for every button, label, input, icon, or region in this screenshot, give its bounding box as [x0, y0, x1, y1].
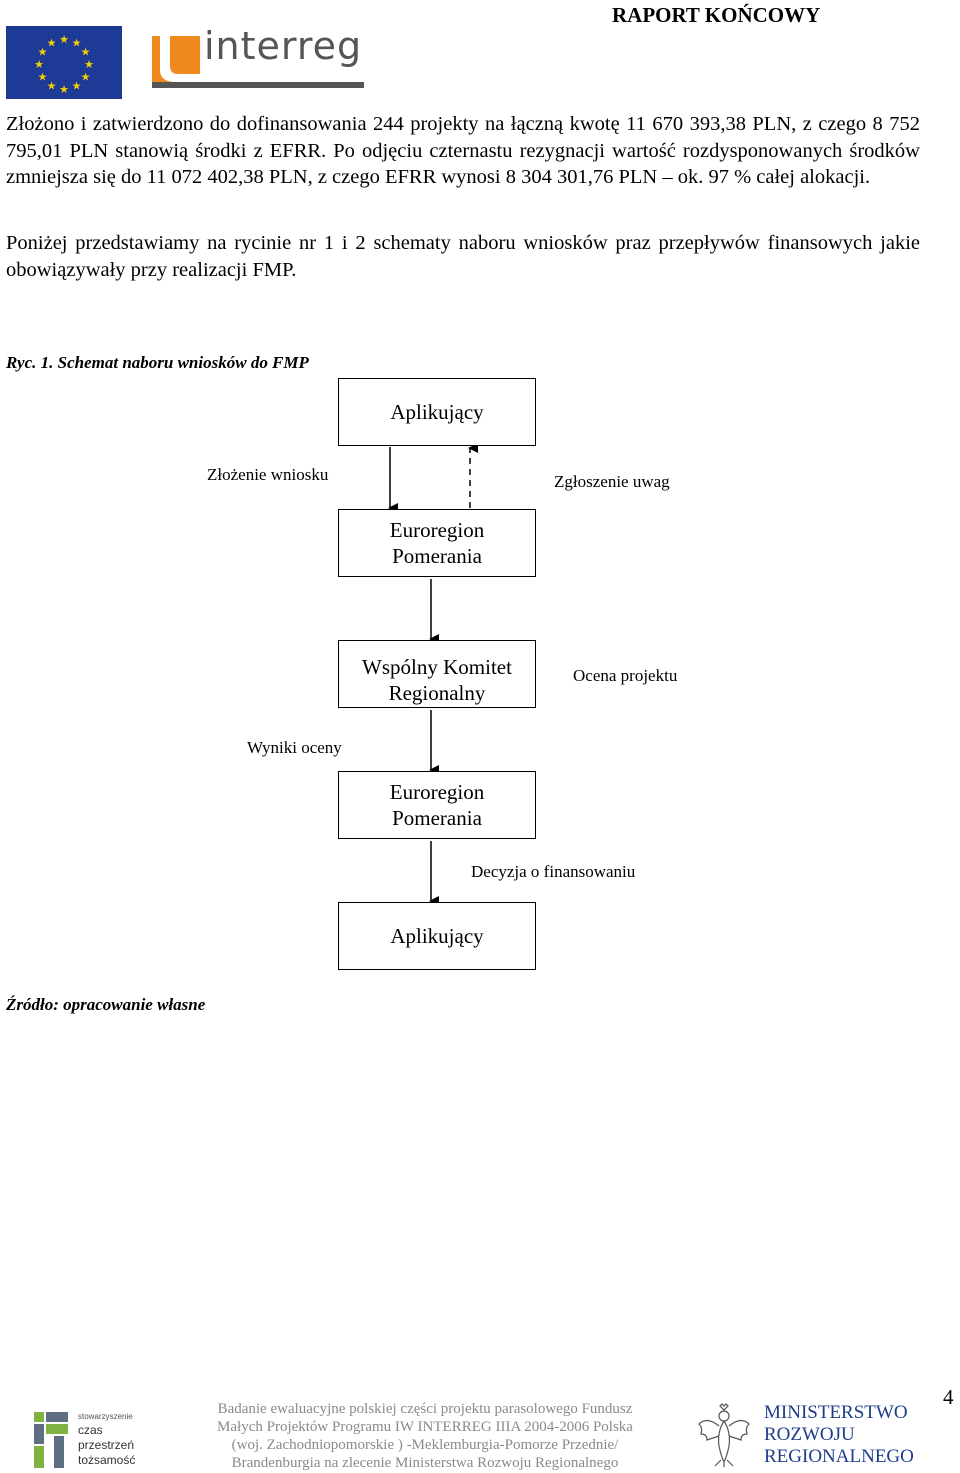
- association-logo-mark: [34, 1412, 68, 1468]
- flow-box-label-line1: Euroregion: [389, 518, 485, 542]
- flow-box-joint-committee: Wspólny Komitet Regionalny: [338, 640, 536, 708]
- flow-box-euroregion-2: Euroregion Pomerania: [338, 771, 536, 839]
- paragraph-funding-summary: Złożono i zatwierdzono do dofinansowania…: [6, 113, 920, 188]
- interreg-logo: interreg POLSKA 2004-2006: [150, 24, 380, 92]
- footer-line: Małych Projektów Programu IW INTERREG II…: [217, 1419, 633, 1435]
- flow-box-euroregion-1: Euroregion Pomerania: [338, 509, 536, 577]
- figure-source: Źródło: opracowanie własne: [6, 995, 206, 1014]
- polish-eagle-emblem: [698, 1403, 750, 1467]
- interreg-logo-sub-right: 2004-2006: [294, 74, 349, 85]
- label-submit-application: Złożenie wniosku: [207, 465, 329, 484]
- flow-box-label-line1: Wspólny Komitet: [362, 655, 512, 679]
- figure-caption: Ryc. 1. Schemat naboru wniosków do FMP: [6, 353, 309, 372]
- svg-text:★: ★: [47, 37, 57, 50]
- page-number: 4: [943, 1385, 954, 1409]
- svg-text:★: ★: [72, 80, 82, 93]
- svg-text:★: ★: [72, 37, 82, 50]
- footer-line: Badanie ewaluacyjne polskiej części proj…: [217, 1401, 633, 1417]
- footer-line: (woj. Zachodniopomorskie ) -Meklemburgia…: [231, 1437, 619, 1453]
- interreg-logo-text: interreg: [204, 24, 363, 68]
- svg-text:★: ★: [59, 33, 69, 46]
- report-title: RAPORT KOŃCOWY: [612, 3, 821, 27]
- svg-text:★: ★: [38, 71, 48, 84]
- svg-text:★: ★: [38, 46, 48, 59]
- label-financing-decision: Decyzja o finansowaniu: [471, 862, 636, 881]
- footer-line: Brandenburgia na zlecenie Ministerstwa R…: [231, 1455, 619, 1471]
- label-evaluation-results: Wyniki oceny: [247, 738, 342, 757]
- ministry-logo-text: MINISTERSTWO ROZWOJU REGIONALNEGO: [764, 1402, 914, 1468]
- label-project-evaluation: Ocena projektu: [573, 666, 678, 685]
- svg-text:★: ★: [81, 71, 91, 84]
- flow-box-label: Aplikujący: [390, 400, 484, 424]
- ministry-line2: ROZWOJU: [764, 1424, 855, 1445]
- flow-box-label-line2: Pomerania: [392, 544, 482, 568]
- association-logo: stowarzyszenie czas przestrzeń tożsamość: [30, 1410, 142, 1470]
- svg-text:★: ★: [84, 58, 94, 71]
- svg-text:★: ★: [34, 58, 44, 71]
- flow-box-label: Aplikujący: [390, 924, 484, 948]
- eu-flag-logo: ★ ★ ★ ★ ★ ★ ★ ★ ★ ★ ★ ★: [6, 26, 122, 99]
- svg-text:★: ★: [59, 83, 69, 96]
- footer-study-description: Badanie ewaluacyjne polskiej części proj…: [195, 1400, 655, 1472]
- label-submit-remarks: Zgłoszenie uwag: [554, 472, 670, 491]
- flow-box-label-line1: Euroregion: [389, 780, 485, 804]
- flow-box-label-line2: Regionalny: [388, 681, 486, 705]
- flow-box-label-line2: Pomerania: [392, 806, 482, 830]
- ministry-line3: REGIONALNEGO: [764, 1446, 914, 1467]
- flow-box-applicant-top: Aplikujący: [338, 378, 536, 446]
- association-logo-line1: stowarzyszenie: [78, 1412, 133, 1421]
- interreg-logo-sub-left: POLSKA: [206, 74, 252, 85]
- interreg-logo-mark: [152, 36, 364, 88]
- paragraph-figure-intro: Poniżej przedstawiamy na rycinie nr 1 i …: [6, 232, 920, 281]
- flow-box-applicant-bottom: Aplikujący: [338, 902, 536, 970]
- association-logo-line3: przestrzeń: [78, 1438, 135, 1452]
- ministry-line1: MINISTERSTWO: [764, 1402, 908, 1423]
- svg-text:★: ★: [47, 80, 57, 93]
- association-logo-line4: tożsamość: [78, 1453, 136, 1467]
- svg-text:★: ★: [81, 46, 91, 59]
- association-logo-line2: czas: [78, 1423, 103, 1437]
